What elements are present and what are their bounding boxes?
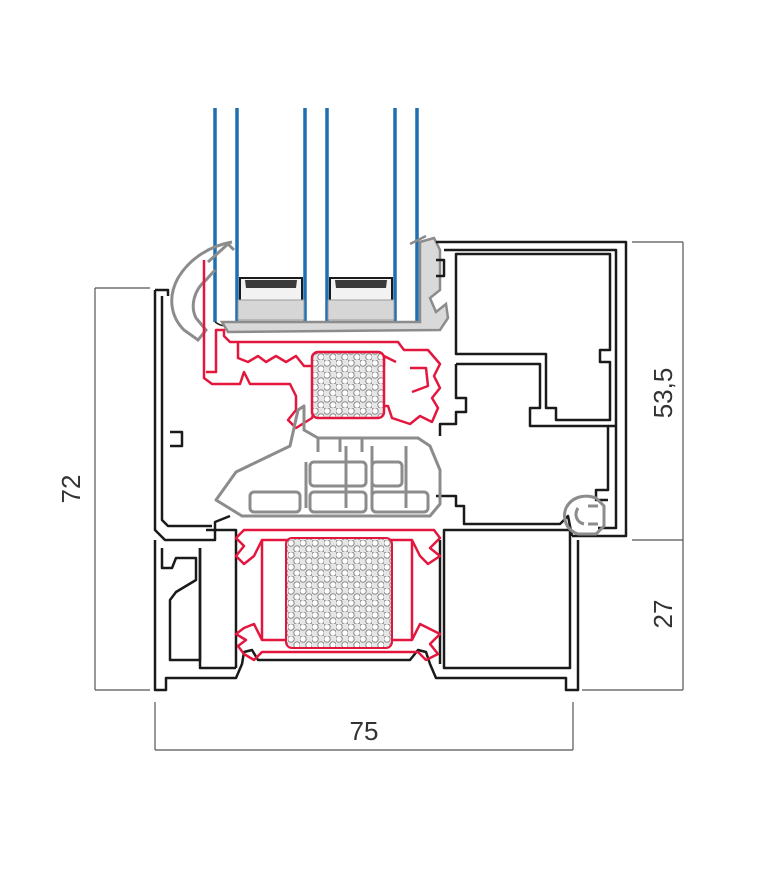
sash-insulation-foam [310,350,386,420]
frame-profile [153,528,580,692]
dimension-lines [94,241,684,751]
glass-pane-inner [393,108,419,322]
glass-pane-middle [303,108,329,322]
dimension-sash-height-label: 53,5 [648,368,678,419]
glazing-gasket-outer [170,240,236,343]
centre-seal-gasket [214,404,442,518]
dimension-frame-height-label: 27 [648,600,678,629]
glazing-bead [219,234,450,334]
sash-profile [153,240,628,542]
secondary-seal [237,299,395,321]
dimension-total-height-label: 72 [56,475,86,504]
frame-insulation-foam [285,537,393,649]
inner-rubber-seal [563,494,606,536]
triple-glazing [213,108,419,327]
dimension-width-label: 75 [350,716,379,746]
glass-pane-outer [213,108,239,322]
